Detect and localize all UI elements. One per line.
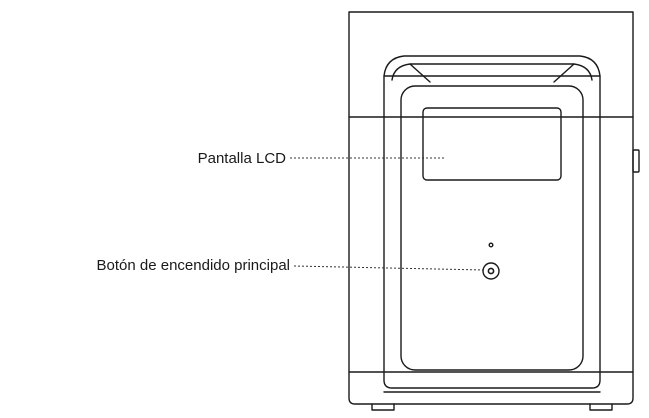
handle-inner [391, 63, 593, 81]
front-panel [400, 85, 584, 371]
indicator-dot [488, 242, 494, 248]
handle-grip-left [409, 63, 431, 83]
power-leader-line [293, 265, 484, 271]
power-button-ring [482, 262, 500, 280]
lcd-screen [422, 107, 562, 181]
side-port [632, 149, 640, 173]
handle-outer [383, 55, 601, 77]
foot-right [589, 403, 613, 411]
front-frame [383, 75, 601, 389]
foot-left [371, 403, 395, 411]
power-button-center [487, 267, 495, 275]
power-button-callout-label: Botón de encendido principal [96, 257, 290, 274]
device-housing [348, 11, 634, 405]
handle-grip-right [553, 63, 575, 83]
lcd-callout-label: Pantalla LCD [197, 150, 286, 167]
